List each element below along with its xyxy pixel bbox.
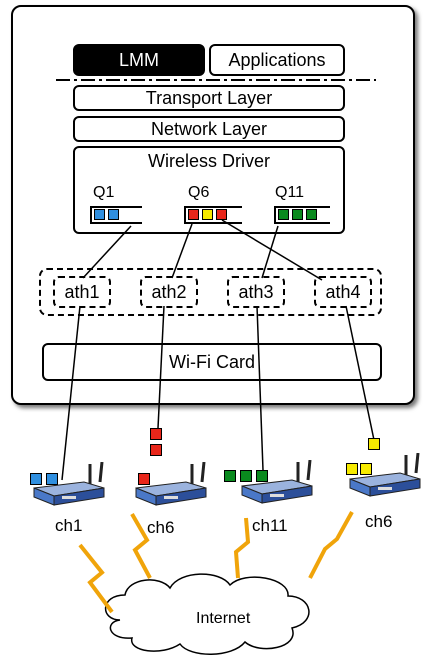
router-label-ch11: ch11	[252, 516, 288, 535]
link-ath3-ch11	[256, 305, 264, 471]
queue-q11	[274, 206, 330, 224]
lmm-label: LMM	[119, 49, 159, 70]
wifi-card-label: Wi-Fi Card	[169, 351, 255, 372]
interface-ath4: ath4	[314, 276, 372, 308]
router-ch1-packet	[46, 473, 58, 485]
router-label-ch1: ch1	[55, 516, 83, 535]
router-ch11-packet	[240, 470, 252, 482]
lightning-bolt-icon	[130, 513, 152, 579]
queue-label-q1: Q1	[93, 184, 115, 201]
queue-q1	[90, 206, 142, 224]
internet-label: Internet	[196, 610, 251, 627]
link-q11-ath3	[261, 225, 279, 279]
router-ch11-packet	[256, 470, 268, 482]
wifi-card-box: Wi-Fi Card	[42, 343, 382, 381]
transport-layer-label: Transport Layer	[145, 87, 273, 108]
applications-label: Applications	[228, 49, 326, 70]
link-ath1-ch1	[61, 305, 81, 481]
link-q6-ath2	[171, 223, 193, 279]
interface-ath3: ath3	[227, 276, 285, 308]
queue-label-q6: Q6	[188, 184, 210, 201]
link-q1-ath1	[82, 225, 132, 279]
queue-packet	[108, 209, 119, 220]
network-layer-box: Network Layer	[73, 116, 345, 142]
interface-ath2-label: ath2	[151, 281, 187, 302]
applications-box: Applications	[209, 44, 345, 76]
interface-ath3-label: ath3	[238, 281, 274, 302]
router-ch11-packet	[224, 470, 236, 482]
lightning-bolt-icon	[78, 543, 114, 614]
router-ch1-icon	[33, 462, 105, 506]
lightning-bolt-icon	[308, 511, 354, 579]
queue-packet	[216, 209, 227, 220]
interface-ath4-label: ath4	[325, 281, 361, 302]
queue-q6	[184, 206, 242, 224]
router-label-ch6-b: ch6	[365, 512, 393, 531]
queue-packet	[278, 209, 289, 220]
link-ath2-ch6	[157, 305, 165, 429]
queue-packet	[188, 209, 199, 220]
router-ch6-packet	[150, 428, 162, 440]
interfaces-group	[39, 268, 382, 316]
transport-layer-box: Transport Layer	[73, 85, 345, 111]
network-layer-label: Network Layer	[150, 118, 268, 139]
interface-ath1: ath1	[53, 276, 111, 308]
interface-ath2: ath2	[140, 276, 198, 308]
lightning-bolt-icon	[233, 517, 251, 579]
queue-packet	[292, 209, 303, 220]
router-ch1-packet	[30, 473, 42, 485]
link-q6-ath4	[221, 219, 323, 281]
router-ch6-b-icon	[349, 453, 421, 497]
link-ath4-ch6b	[345, 305, 375, 441]
queue-packet	[202, 209, 213, 220]
router-ch11-icon	[241, 460, 313, 504]
wireless-driver-label: Wireless Driver	[147, 151, 270, 171]
router-ch6-packet	[150, 444, 162, 456]
queue-packet	[94, 209, 105, 220]
queue-packet	[306, 209, 317, 220]
router-ch6-packet	[138, 473, 150, 485]
interface-ath1-label: ath1	[64, 281, 100, 302]
router-ch6b-packet	[346, 463, 358, 475]
router-ch6b-packet	[368, 438, 380, 450]
lmm-box: LMM	[73, 44, 205, 76]
queue-label-q11: Q11	[275, 184, 305, 201]
router-label-ch6-a: ch6	[147, 518, 175, 537]
router-ch6-a-icon	[135, 462, 207, 506]
router-ch6b-packet	[360, 463, 372, 475]
